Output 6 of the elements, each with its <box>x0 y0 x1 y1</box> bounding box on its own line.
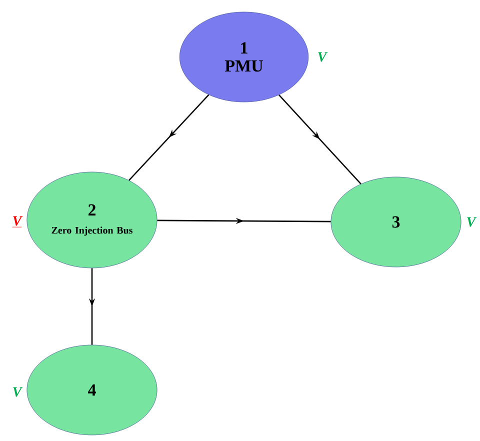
voltage-label: V <box>318 52 328 62</box>
arrow <box>128 94 210 181</box>
voltage-label: V <box>13 387 23 397</box>
voltage-label: V <box>12 216 23 228</box>
arrow <box>278 94 362 184</box>
voltage-label: V <box>467 217 477 227</box>
